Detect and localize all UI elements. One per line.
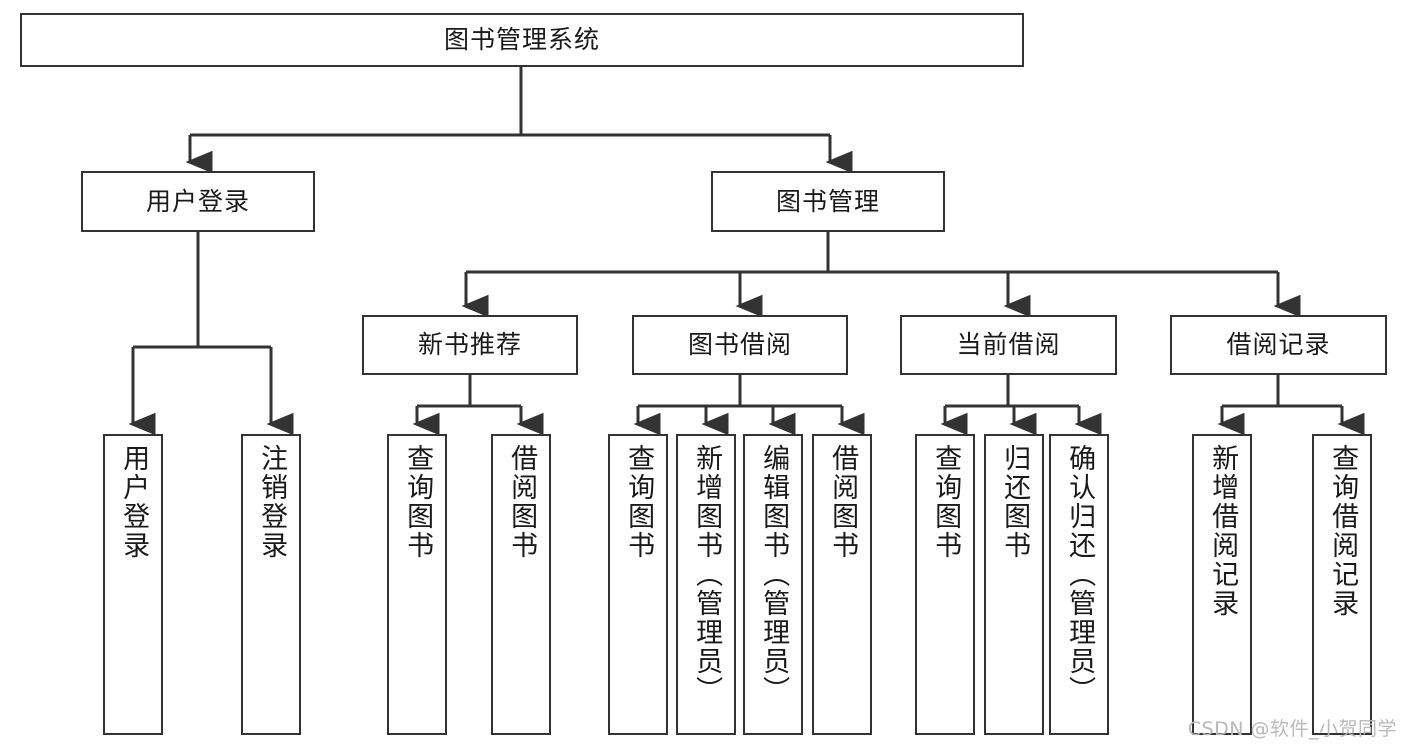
node-label: 用户登录 bbox=[118, 444, 150, 560]
csdn-watermark: CSDN @软件_小贺同学 bbox=[1187, 718, 1397, 740]
leaf-borrow-query-book[interactable]: 查询图书 bbox=[608, 434, 668, 735]
node-label: 借阅记录 bbox=[1226, 330, 1331, 360]
node-book-management[interactable]: 图书管理 bbox=[711, 171, 945, 232]
node-label: 图书管理 bbox=[775, 186, 880, 216]
leaf-current-confirm-return-admin[interactable]: 确认归还（管理员） bbox=[1049, 434, 1109, 735]
node-current-borrow[interactable]: 当前借阅 bbox=[900, 315, 1117, 375]
node-label: 图书借阅 bbox=[687, 330, 792, 360]
node-label: 新增借阅记录 bbox=[1207, 444, 1239, 618]
leaf-user-logout[interactable]: 注销登录 bbox=[241, 434, 301, 735]
node-label: 当前借阅 bbox=[956, 330, 1061, 360]
node-label: 借阅图书 bbox=[827, 444, 859, 560]
node-new-book-recommend[interactable]: 新书推荐 bbox=[362, 315, 578, 375]
node-book-borrow[interactable]: 图书借阅 bbox=[632, 315, 848, 375]
node-label: 新书推荐 bbox=[417, 330, 522, 360]
leaf-borrow-add-book-admin[interactable]: 新增图书（管理员） bbox=[676, 434, 736, 735]
node-borrow-record[interactable]: 借阅记录 bbox=[1170, 315, 1387, 375]
node-label: 查询图书 bbox=[623, 444, 655, 560]
node-label: 查询借阅记录 bbox=[1327, 444, 1359, 618]
leaf-current-query-book[interactable]: 查询图书 bbox=[915, 434, 975, 735]
leaf-record-add-record[interactable]: 新增借阅记录 bbox=[1192, 434, 1252, 735]
leaf-borrow-borrow-book[interactable]: 借阅图书 bbox=[812, 434, 872, 735]
leaf-record-query-record[interactable]: 查询借阅记录 bbox=[1312, 434, 1372, 735]
leaf-user-login[interactable]: 用户登录 bbox=[103, 434, 163, 735]
node-label: 借阅图书 bbox=[506, 444, 538, 560]
leaf-borrow-edit-book-admin[interactable]: 编辑图书（管理员） bbox=[743, 434, 803, 735]
node-label: 注销登录 bbox=[256, 444, 288, 560]
node-label: 用户登录 bbox=[145, 186, 250, 216]
node-label: 查询图书 bbox=[402, 444, 434, 560]
node-label: 新增图书（管理员） bbox=[691, 444, 723, 705]
node-label: 编辑图书（管理员） bbox=[758, 444, 790, 705]
node-label: 归还图书 bbox=[999, 444, 1031, 560]
node-root-system[interactable]: 图书管理系统 bbox=[20, 13, 1024, 67]
leaf-newbook-borrow-book[interactable]: 借阅图书 bbox=[491, 434, 551, 735]
node-label: 图书管理系统 bbox=[443, 25, 600, 55]
leaf-current-return-book[interactable]: 归还图书 bbox=[984, 434, 1044, 735]
node-label: 确认归还（管理员） bbox=[1064, 444, 1096, 705]
node-label: 查询图书 bbox=[930, 444, 962, 560]
node-user-login[interactable]: 用户登录 bbox=[81, 171, 315, 232]
leaf-newbook-query-book[interactable]: 查询图书 bbox=[387, 434, 447, 735]
